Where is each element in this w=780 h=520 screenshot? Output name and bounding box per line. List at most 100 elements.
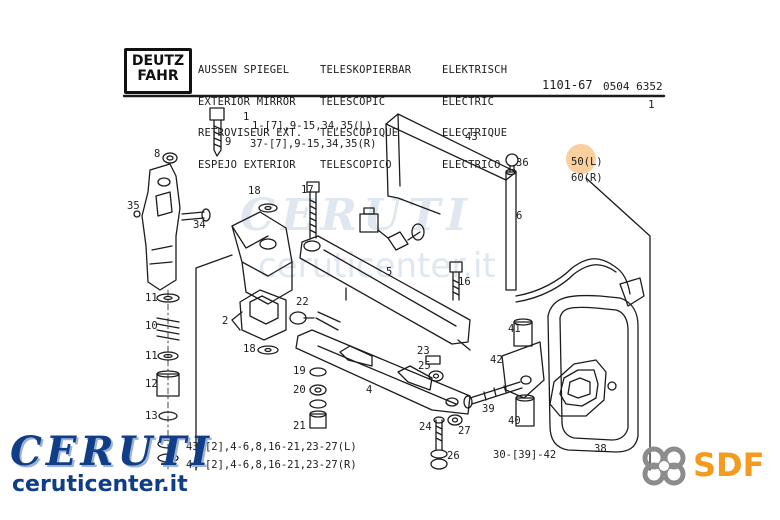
page-number: 1 (648, 98, 655, 111)
title-column-2: TELESKOPIERBAR TELESCOPIC TELESCOPIQUE T… (320, 44, 411, 181)
title-column-3: ELEKTRISCH ELECTRIC ELECTRIQUE ELECTRICO (442, 44, 507, 181)
part-6-tube (505, 168, 517, 291)
part-11-washer-lower (157, 351, 179, 361)
part-20-nut (309, 384, 327, 396)
callout-number: 18 (248, 185, 261, 197)
note-range: 30-[39]-42 (493, 449, 557, 461)
part-16-screw (449, 261, 463, 301)
callout-number: 19 (293, 365, 306, 377)
part-21-bushing (309, 410, 327, 429)
part-5-arm (299, 235, 471, 351)
callout-number: 4 (366, 384, 373, 396)
part-2-housing (231, 289, 287, 341)
part-8-nut (162, 152, 178, 164)
callout-number: 26 (447, 450, 460, 462)
title3-fr: ELECTRIQUE (442, 127, 508, 139)
callout-number: 9 (225, 136, 232, 148)
highlight-marker (566, 144, 596, 174)
callout-number: 18 (243, 343, 256, 355)
mirror-leader-line (585, 177, 651, 471)
part-1-housing (231, 211, 293, 305)
callout-number: 41 (508, 323, 521, 335)
part-39-screw (463, 381, 523, 409)
part-42-bracket (501, 341, 545, 399)
left-leader-line (195, 254, 233, 471)
note-top-left: 1-[7],9-15,34,35(L) (252, 120, 373, 132)
callout-number: 39 (482, 403, 495, 415)
callout-number: 2 (222, 315, 229, 327)
callout-number: 13 (145, 410, 158, 422)
callout-number: 20 (293, 384, 306, 396)
callout-number: 12 (145, 378, 158, 390)
deutz-fahr-logo: DEUTZ FAHR (124, 48, 192, 94)
part-23-clip (425, 355, 441, 365)
callout-number: 21 (293, 420, 306, 432)
callout-number: 8 (154, 148, 161, 160)
part-9-bolt (209, 107, 225, 157)
sdf-logo-text: SDF (693, 446, 765, 484)
part-38-mirror (547, 294, 639, 453)
part-ring (309, 399, 327, 409)
ghost-watermark-url: ceruticenter.it (258, 246, 496, 286)
part-4-lower-arm (295, 311, 471, 415)
title-column-1: AUSSEN SPIEGEL EXTERIOR MIRROR RETROVISE… (198, 44, 302, 181)
callout-number: 11 (145, 292, 158, 304)
part-40-bushing (515, 394, 535, 427)
title-fr: RETROVISEUR EXT. (198, 127, 303, 139)
callout-number: 36 (516, 157, 529, 169)
part-35-pin (133, 210, 141, 218)
part-washer-bottom (157, 439, 179, 463)
part-24-bolt (433, 416, 445, 451)
part-26-washer (430, 449, 448, 470)
brand-line1: DEUTZ (131, 53, 185, 69)
part-10-spring (156, 317, 180, 341)
callout-number: 10 (145, 320, 158, 332)
callout-number: 23 (417, 345, 430, 357)
ghost-watermark-logo: CERUTI (240, 190, 473, 241)
part-11-washer-upper (156, 293, 180, 303)
callout-number: 16 (458, 276, 471, 288)
title-de: AUSSEN SPIEGEL (198, 64, 290, 76)
sdf-logo-icon (642, 446, 686, 486)
title-es: ESPEJO EXTERIOR (198, 158, 296, 171)
title3-es: ELECTRICO (442, 158, 501, 171)
part-34-screw (181, 208, 211, 222)
callout-number: 25 (418, 360, 431, 372)
part-12-bushing (156, 370, 180, 397)
part-27-nut (447, 414, 463, 426)
part-13-washer (158, 411, 178, 421)
title2-de: TELESKOPIERBAR (320, 64, 412, 76)
part-18-washer-lower (257, 345, 279, 355)
callout-number: 42 (490, 354, 503, 366)
title2-fr: TELESCOPIQUE (320, 127, 399, 139)
callout-number: 40 (508, 415, 521, 427)
note-bottom-left: 43-[2],4-6,8,16-21,23-27(L) (186, 441, 357, 453)
callout-number: 34 (193, 219, 206, 231)
note-bottom-right: 44-[2],4-6,8,16-21,23-27(R) (186, 459, 357, 471)
connector-plug (359, 207, 425, 251)
cable-plug (619, 277, 645, 307)
title2-en: TELESCOPIC (320, 95, 386, 108)
part-17-long-bolt (306, 181, 320, 239)
note-top-right: 37-[7],9-15,34,35(R) (250, 138, 377, 150)
part-36-knob (505, 153, 519, 173)
callout-number: 6 (516, 210, 523, 222)
callout-number: 17 (301, 184, 314, 196)
part-bracket-35 (141, 163, 181, 291)
callout-number: 27 (458, 425, 471, 437)
part-22-knob (289, 311, 315, 325)
title2-es: TELESCOPICO (320, 158, 392, 171)
callout-number: 1 (243, 111, 250, 123)
note-mirror-left: 50(L) (571, 156, 603, 168)
title-en: EXTERIOR MIRROR (198, 95, 296, 108)
part-41-bushing (513, 318, 533, 347)
callout-number: 38 (594, 443, 607, 455)
brand-line2: FAHR (137, 68, 179, 84)
part-19-washer (309, 367, 327, 377)
title3-de: ELEKTRISCH (442, 64, 508, 76)
callout-number: 22 (296, 296, 309, 308)
callout-number: 43 (465, 131, 478, 143)
ceruti-logo: CERUTI (10, 428, 213, 475)
note-mirror-right: 60(R) (571, 172, 603, 184)
